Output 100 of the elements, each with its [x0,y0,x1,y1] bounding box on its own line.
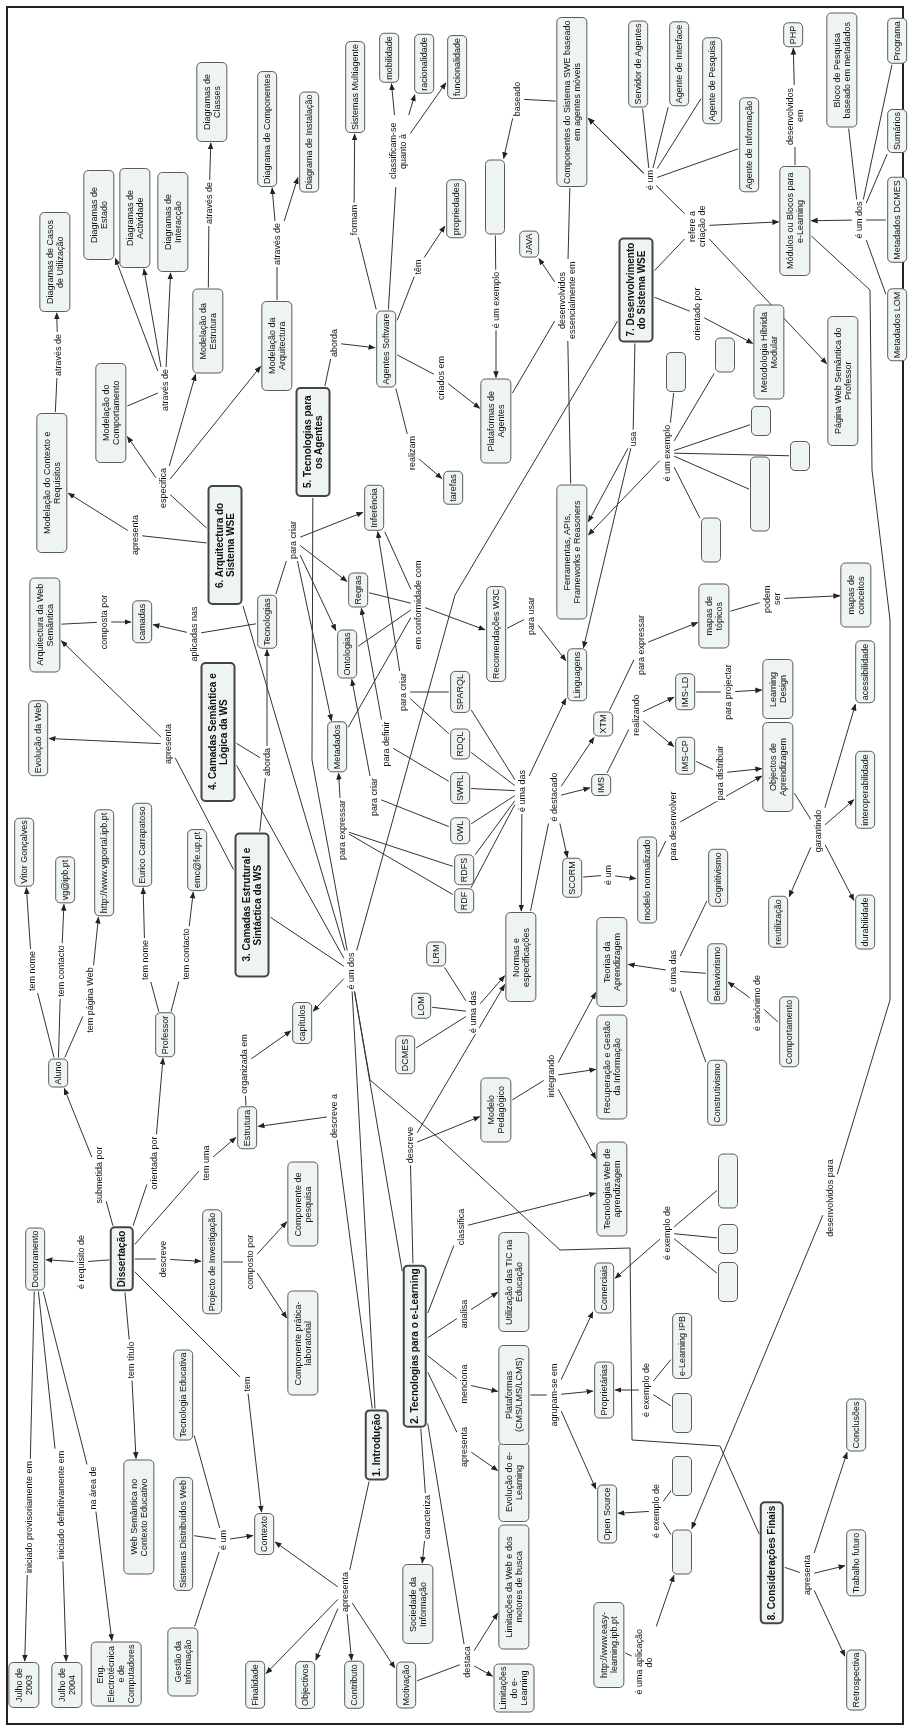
connector-line [673,455,750,490]
arrow [336,772,342,799]
connector-line [673,1233,718,1239]
arrow [165,272,174,368]
concept-box: Diagrama de Instalação [298,91,320,193]
link-phrase: para projectar [721,663,735,721]
arrow [470,1385,499,1393]
link-phrase: para definir [379,720,393,768]
arrow [537,624,567,662]
arrow [264,649,270,747]
link-phrase: especifica [156,467,170,509]
concept-box: SPARQL [449,671,471,713]
arrow [375,531,401,672]
connector-line [511,320,556,394]
connector-line [729,602,761,612]
connector-line [793,792,812,821]
connector-line [348,831,454,867]
link-phrase: para desenvolver [666,790,680,862]
arrow [813,1589,846,1657]
concept-box: Professor [154,1012,176,1058]
connector-line [865,153,888,204]
arrow [582,447,632,649]
blank-box [751,406,771,436]
arrow [22,1574,28,1662]
chapter-box: 2. Tecnologias para o e-Learning [403,1264,427,1428]
connector-line [632,343,636,431]
concept-box: Limitações do e-Learning [493,1663,535,1713]
arrow [155,1057,166,1135]
connector-line [410,1164,414,1264]
blank-box [672,1393,692,1433]
arrow [824,703,857,809]
connector-line [396,276,415,321]
arrow [473,1665,494,1677]
arrow [560,1388,594,1395]
connector-line [347,617,412,728]
arrow [627,962,667,971]
connector-line [470,795,516,825]
arrow [824,799,855,826]
connector-line [134,1170,200,1245]
arrow [557,1067,597,1076]
concept-box: Objectivos [294,1661,316,1709]
arrow [813,1564,846,1574]
connector-line [530,823,550,912]
connector-line [695,691,722,693]
link-phrase: para criar [396,672,410,712]
concept-box: Agente de Informação [738,97,760,193]
concept-box: SCORM [561,858,583,898]
concept-box: racionalidade [413,34,435,94]
concept-box: Bloco de Pesquisa baseado em metadados [826,12,858,128]
connector-line [427,1245,455,1314]
concept-box: Linguagens [566,648,588,702]
link-phrase: para criar [286,520,300,560]
link-phrase: é exemplo de [649,1483,663,1539]
concept-box: Diagrama de Componentes [256,70,278,188]
arrow [48,736,162,745]
concept-box: Regras [347,572,369,608]
arrow [473,1612,499,1652]
concept-box: Agente de Pesquisa [701,37,723,125]
connector-line [470,788,516,792]
concept-box: PHP [782,22,804,48]
connector-line [784,1566,801,1574]
concept-box: e-Learning IPB [671,1313,693,1379]
concept-box: Evolução da Web [27,699,49,777]
connector-line [523,98,557,102]
connector-line [236,764,345,959]
connector-line [193,1435,221,1529]
concept-box: Teorias da Aprendizagem [596,917,628,1007]
connector-line [673,424,751,452]
connector-line [420,1428,426,1494]
concept-box: Julho de 2003 [8,1662,40,1708]
link-phrase: é exemplo de [660,1205,674,1261]
concept-box: Metadados [326,721,348,773]
arrow [479,975,506,1005]
arrow [783,593,841,599]
concept-box: Arquitectura da Web Semântica [29,577,61,673]
connector-line [207,225,210,288]
concept-box: DCMES [394,1035,416,1075]
connector-line [384,531,412,590]
arrow [587,459,661,536]
connector-line [357,236,377,310]
concept-box: Sistemas Multiagente [344,41,366,133]
connector-line [470,751,516,787]
concept-box: Learning Design [762,659,794,719]
arrow [140,887,147,939]
link-phrase: é um exemplo [660,423,674,483]
concept-box: Metadados DCMES [886,177,908,263]
concept-box: Normas e especificações [505,912,537,1002]
concept-box: Estrutura [236,1106,258,1150]
concept-box: Behaviorismo [706,943,728,1005]
link-phrase: é exemplo de [639,1362,653,1418]
concept-box: SWRL [449,772,471,804]
arrow [790,47,797,86]
arrow [447,383,481,409]
concept-box: reutilização [767,896,789,948]
concept-box: LOM [410,993,432,1019]
arrow [256,1272,288,1319]
concept-box: Utilização das TIC na Educação [498,1232,530,1332]
link-phrase: para criar [367,777,381,817]
concept-box: XTM [592,711,614,737]
connector-line [695,760,714,770]
